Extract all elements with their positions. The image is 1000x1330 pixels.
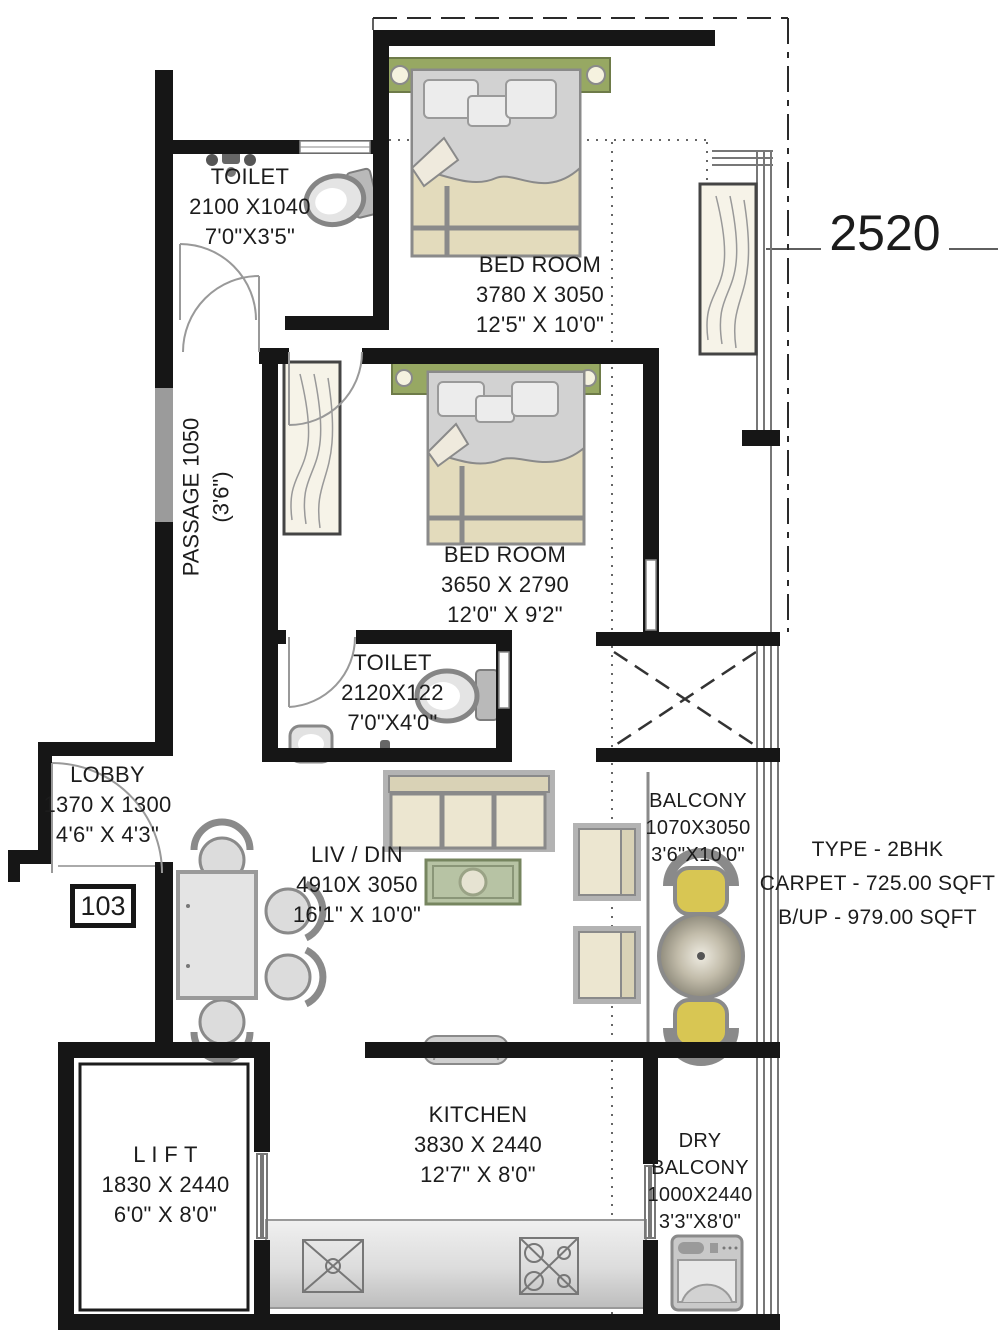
label-living-dining: LIV / DIN 4910X 3050 16'1" X 10'0" bbox=[212, 840, 502, 930]
wc-icon bbox=[303, 167, 381, 228]
room-dim-mm: 1070X3050 bbox=[645, 817, 751, 839]
wardrobe-icon bbox=[698, 182, 758, 356]
room-dim-mm: 2120X122 bbox=[341, 679, 444, 705]
room-name: BED ROOM bbox=[443, 542, 567, 567]
door-arc bbox=[182, 275, 260, 353]
room-dim-ft: 12'7" X 8'0" bbox=[420, 1161, 536, 1187]
dimension-label: 2520 bbox=[785, 204, 985, 262]
room-dim-mm: 2100 X1040 bbox=[189, 193, 311, 219]
bed-icon bbox=[385, 57, 611, 258]
dining-table-icon bbox=[176, 818, 327, 1064]
room-dim-ft: 7'0"X3'5" bbox=[204, 223, 296, 249]
room-dim-mm: 3780 X 3050 bbox=[475, 281, 605, 307]
doors bbox=[51, 243, 656, 1239]
window bbox=[155, 388, 173, 522]
lift-cabin bbox=[78, 1062, 250, 1312]
sofa-icon bbox=[383, 770, 555, 852]
summary-carpet: CARPET - 725.00 SQFT bbox=[759, 872, 996, 896]
room-dim-mm: 1830 X 2440 bbox=[101, 1171, 230, 1197]
room-name: TOILET bbox=[353, 650, 432, 675]
label-balcony: BALCONY 1070X3050 3'6"X10'0" bbox=[638, 788, 758, 869]
room-dim-mm: 1370 X 1300 bbox=[43, 791, 172, 817]
railing-lines bbox=[58, 150, 779, 1314]
tv-table-icon bbox=[424, 858, 522, 906]
door-arc bbox=[288, 351, 363, 426]
room-dim-ft: 7'0"X4'0" bbox=[347, 709, 438, 735]
window bbox=[498, 651, 510, 709]
label-bedroom-top: BED ROOM 3780 X 3050 12'5" X 10'0" bbox=[395, 250, 685, 340]
unit-number: 103 bbox=[80, 890, 126, 921]
round-table-icon bbox=[657, 912, 745, 1000]
door-arc bbox=[288, 636, 357, 708]
label-lobby: LOBBY 1370 X 1300 4'6" X 4'3" bbox=[15, 760, 200, 850]
room-dim-ft: 3'6"X10'0" bbox=[651, 844, 745, 866]
wc-icon bbox=[414, 668, 499, 724]
dry-balcony-door bbox=[644, 1165, 656, 1239]
room-name: L I F T bbox=[133, 1142, 198, 1167]
room-dim-ft: 16'1" X 10'0" bbox=[292, 901, 422, 927]
label-bedroom-mid: BED ROOM 3650 X 2790 12'0" X 9'2" bbox=[360, 540, 650, 630]
room-name: DRY bbox=[678, 1130, 722, 1152]
room-dim-ft: 6'0" X 8'0" bbox=[113, 1201, 218, 1227]
summary-block: TYPE - 2BHK CARPET - 725.00 SQFT B/UP - … bbox=[755, 833, 1000, 935]
wardrobe-icon bbox=[282, 360, 342, 536]
room-name: TOILET bbox=[210, 164, 290, 189]
room-dim-mm: 4910X 3050 bbox=[296, 871, 418, 897]
armchair-icon bbox=[573, 926, 641, 1004]
label-kitchen: KITCHEN 3830 X 2440 12'7" X 8'0" bbox=[333, 1100, 623, 1190]
room-name: BALCONY bbox=[649, 790, 747, 812]
windows bbox=[155, 140, 657, 709]
sink-icon bbox=[302, 1239, 364, 1293]
room-dim-mm: 1000X2440 bbox=[647, 1184, 753, 1206]
door-arc bbox=[51, 762, 163, 874]
lift-door bbox=[256, 1153, 268, 1239]
kitchen-counter bbox=[265, 1219, 647, 1309]
label-toilet-top: TOILET 2100 X1040 7'0"X3'5" bbox=[150, 162, 350, 252]
duct-cross bbox=[613, 650, 757, 748]
door-arc bbox=[179, 243, 257, 321]
unit-number-box: 103 bbox=[70, 884, 136, 928]
room-dim-ft: (3'6") bbox=[208, 471, 233, 523]
armchair-icon bbox=[573, 823, 641, 901]
hob-icon bbox=[519, 1237, 579, 1295]
label-dry-balcony: DRY BALCONY 1000X2440 3'3"X8'0" bbox=[642, 1128, 758, 1236]
room-dim-mm: 3830 X 2440 bbox=[413, 1131, 543, 1157]
room-name: PASSAGE 1050 bbox=[178, 417, 204, 577]
room-dim-ft: 12'0" X 9'2" bbox=[447, 601, 563, 627]
room-name: KITCHEN bbox=[428, 1102, 528, 1127]
room-name: LOBBY bbox=[70, 762, 145, 787]
summary-type: TYPE - 2BHK bbox=[811, 838, 944, 861]
room-dim-ft: 4'6" X 4'3" bbox=[55, 821, 160, 847]
bed-icon bbox=[391, 361, 601, 546]
room-dim-mm: 3650 X 2790 bbox=[440, 571, 570, 597]
balcony-chair-icon bbox=[663, 998, 739, 1066]
window bbox=[645, 559, 657, 631]
summary-builtup: B/UP - 979.00 SQFT bbox=[778, 906, 977, 930]
room-name: BED ROOM bbox=[478, 252, 602, 277]
room-name: BALCONY bbox=[651, 1157, 749, 1179]
room-dim-ft: 12'5" X 10'0" bbox=[475, 311, 605, 337]
label-lift: L I F T 1830 X 2440 6'0" X 8'0" bbox=[63, 1140, 268, 1230]
label-toilet-mid: TOILET 2120X122 7'0"X4'0" bbox=[295, 648, 490, 738]
room-dim-ft: 3'3"X8'0" bbox=[658, 1211, 742, 1233]
washing-machine-icon bbox=[670, 1234, 744, 1312]
room-name: LIV / DIN bbox=[311, 842, 403, 867]
